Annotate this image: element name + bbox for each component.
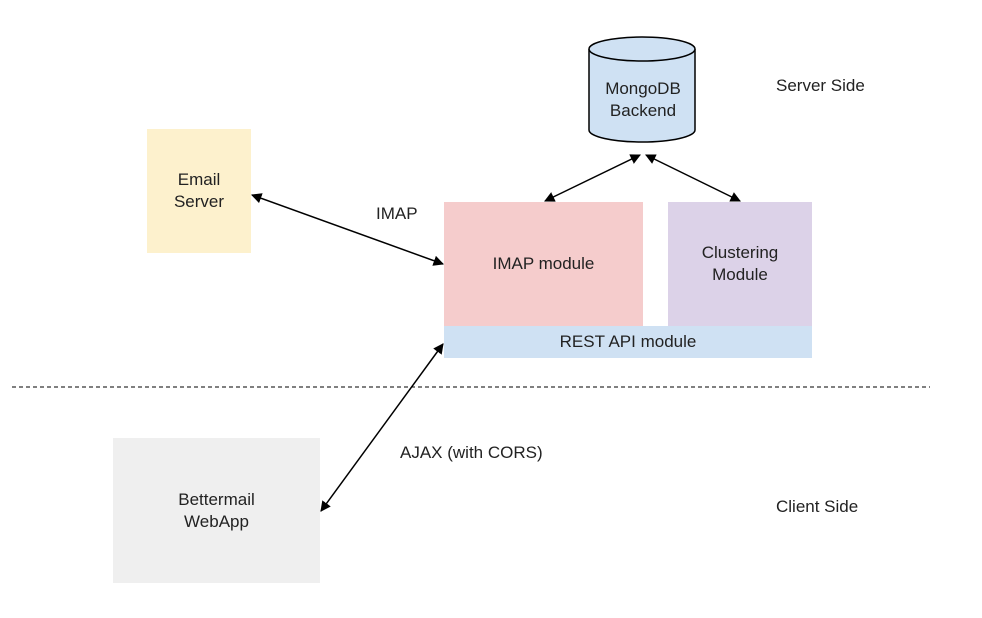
mongodb-label: MongoDB Backend — [605, 79, 681, 120]
clustering-module-node: Clustering Module — [668, 202, 812, 326]
arrow-email-imap — [251, 193, 444, 266]
client-side-label: Client Side — [776, 497, 859, 516]
arrow-mongo-imap — [544, 154, 641, 202]
arrow-mongo-clustering — [645, 154, 741, 202]
server-side-label: Server Side — [776, 76, 865, 95]
rest-api-module-node: REST API module — [444, 326, 812, 358]
bettermail-webapp-node: Bettermail WebApp — [113, 438, 320, 583]
arrow-webapp-rest — [320, 343, 444, 512]
imap-protocol-label: IMAP — [376, 204, 418, 223]
email-server-node: Email Server — [147, 129, 251, 253]
mongodb-cylinder — [588, 36, 696, 143]
imap-module-node: IMAP module — [444, 202, 643, 326]
ajax-label: AJAX (with CORS) — [400, 443, 543, 462]
